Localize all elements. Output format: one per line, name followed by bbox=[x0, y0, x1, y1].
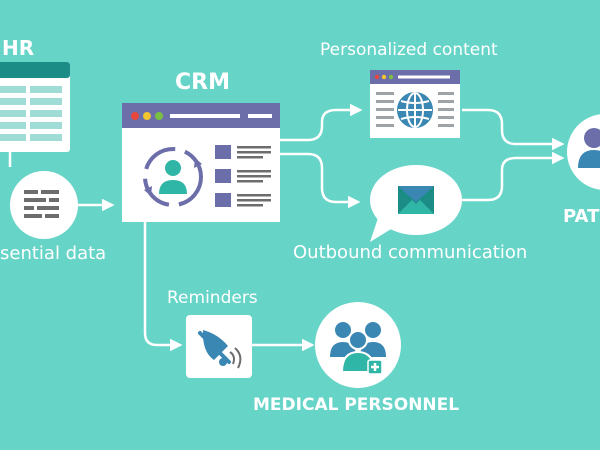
outbound-communication-label: Outbound communication bbox=[293, 242, 528, 263]
reminders-label: Reminders bbox=[167, 288, 258, 308]
personalized-content-label: Personalized content bbox=[320, 40, 498, 60]
refresh-user-icon bbox=[143, 147, 203, 207]
envelope-icon bbox=[398, 186, 434, 214]
reminders-box-icon bbox=[186, 315, 252, 378]
connector-content-to-patient bbox=[462, 108, 565, 151]
connectors bbox=[8, 103, 565, 352]
essential-data-icon bbox=[10, 171, 78, 239]
medical-personnel-label: MEDICAL PERSONNEL bbox=[253, 395, 460, 415]
globe-icon bbox=[397, 92, 433, 128]
patient-icon bbox=[567, 114, 600, 190]
envelope-bubble-icon bbox=[370, 165, 462, 242]
ehr-table-icon bbox=[0, 62, 70, 152]
crm-label: CRM bbox=[175, 70, 230, 95]
connector-crm-to-content bbox=[280, 103, 363, 142]
medical-group-icon bbox=[315, 302, 401, 388]
content-window-icon bbox=[370, 70, 460, 138]
connector-crm-to-reminders bbox=[143, 222, 183, 352]
connector-email-to-patient bbox=[460, 151, 565, 202]
crm-window-icon bbox=[122, 103, 280, 222]
bell-icon bbox=[198, 330, 242, 369]
connector-crm-to-email bbox=[280, 152, 361, 209]
patient-label: PAT bbox=[563, 206, 600, 227]
ehr-label: HR bbox=[2, 36, 35, 60]
essential-data-label: sential data bbox=[0, 243, 107, 264]
